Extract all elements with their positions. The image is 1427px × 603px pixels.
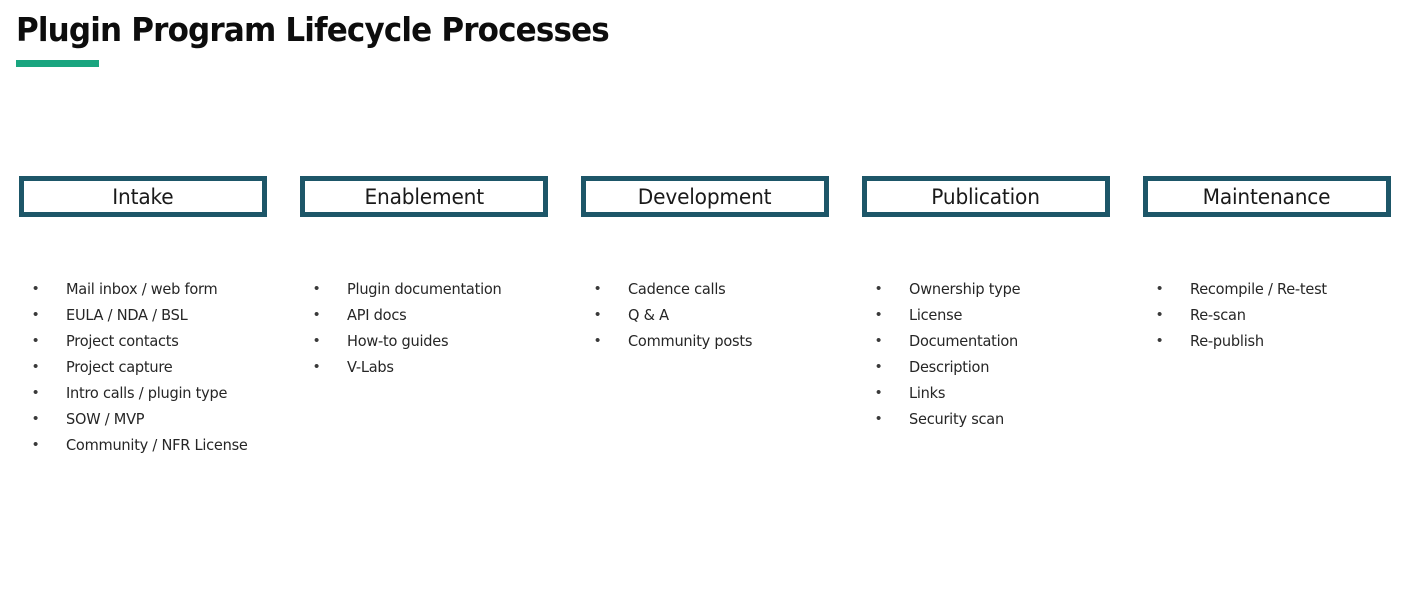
phase-column: Publication • Ownership type • License • Docum…	[862, 176, 1143, 428]
list-item-label: Community / NFR License	[66, 436, 248, 454]
bullet-icon: •	[33, 384, 39, 401]
bullet-icon: •	[595, 280, 601, 297]
phase-header-box-inner: Intake	[24, 181, 262, 212]
bullet-icon: •	[314, 306, 320, 323]
list-item: • SOW / MVP	[33, 406, 253, 432]
phase-title: Development	[638, 184, 772, 209]
list-item: • Intro calls / plugin type	[33, 380, 253, 406]
phase-header-box[interactable]: Enablement	[300, 176, 548, 217]
list-item: • Project contacts	[33, 328, 253, 354]
phase-header-box[interactable]: Development	[581, 176, 829, 217]
bullet-icon: •	[33, 436, 39, 453]
bullet-icon: •	[595, 306, 601, 323]
phase-item-list: • Recompile / Re-test • Re-scan • Re-publish	[1157, 276, 1331, 354]
page-title: Plugin Program Lifecycle Processes	[16, 10, 610, 49]
bullet-icon: •	[33, 306, 39, 323]
bullet-icon: •	[1157, 332, 1163, 349]
phase-header-box[interactable]: Maintenance	[1143, 176, 1391, 217]
phase-header-box-inner: Development	[586, 181, 824, 212]
list-item-label: How-to guides	[347, 332, 449, 350]
bullet-icon: •	[876, 332, 882, 349]
bullet-icon: •	[314, 358, 320, 375]
bullet-icon: •	[876, 410, 882, 427]
list-item: • Ownership type	[876, 276, 1024, 302]
bullet-icon: •	[314, 280, 320, 297]
title-accent-bar	[16, 60, 99, 67]
phase-column: Intake • Mail inbox / web form • EULA / NDA …	[19, 176, 300, 454]
bullet-icon: •	[33, 410, 39, 427]
bullet-icon: •	[33, 332, 39, 349]
list-item-label: Plugin documentation	[347, 280, 502, 298]
list-item-label: Recompile / Re-test	[1190, 280, 1327, 298]
list-item-label: EULA / NDA / BSL	[66, 306, 188, 324]
list-item-label: Project capture	[66, 358, 173, 376]
list-item: • Plugin documentation	[314, 276, 506, 302]
phase-title: Enablement	[364, 184, 484, 209]
list-item: • Community posts	[595, 328, 756, 354]
list-item: • API docs	[314, 302, 506, 328]
list-item-label: Documentation	[909, 332, 1019, 350]
list-item: • Re-publish	[1157, 328, 1331, 354]
list-item-label: Mail inbox / web form	[66, 280, 218, 298]
list-item: • Documentation	[876, 328, 1024, 354]
list-item: • Mail inbox / web form	[33, 276, 253, 302]
phase-title: Publication	[931, 184, 1041, 209]
phase-title: Intake	[112, 184, 174, 209]
list-item-label: Community posts	[628, 332, 753, 350]
list-item-label: SOW / MVP	[66, 410, 145, 428]
list-item: • Community / NFR License	[33, 432, 253, 458]
phase-header-box[interactable]: Intake	[19, 176, 267, 217]
list-item-label: Security scan	[909, 410, 1004, 428]
list-item-label: Description	[909, 358, 990, 376]
list-item-label: Intro calls / plugin type	[66, 384, 228, 402]
bullet-icon: •	[595, 332, 601, 349]
list-item: • License	[876, 302, 1024, 328]
bullet-icon: •	[33, 358, 39, 375]
list-item-label: Links	[909, 384, 946, 402]
bullet-icon: •	[1157, 306, 1163, 323]
list-item: • Description	[876, 354, 1024, 380]
phase-item-list: • Plugin documentation • API docs • How-to gu…	[314, 276, 506, 380]
bullet-icon: •	[876, 306, 882, 323]
lifecycle-columns: Intake • Mail inbox / web form • EULA / NDA …	[0, 176, 1427, 454]
phase-column: Enablement • Plugin documentation • API docs…	[300, 176, 581, 376]
list-item: • Q & A	[595, 302, 756, 328]
list-item-label: Re-scan	[1190, 306, 1246, 324]
list-item-label: Cadence calls	[628, 280, 726, 298]
title-block: Plugin Program Lifecycle Processes	[16, 8, 647, 67]
phase-header-box-inner: Publication	[867, 181, 1105, 212]
bullet-icon: •	[876, 384, 882, 401]
bullet-icon: •	[876, 358, 882, 375]
list-item: • How-to guides	[314, 328, 506, 354]
phase-item-list: • Cadence calls • Q & A • Community posts	[595, 276, 756, 354]
bullet-icon: •	[876, 280, 882, 297]
phase-header-box[interactable]: Publication	[862, 176, 1110, 217]
bullet-icon: •	[1157, 280, 1163, 297]
list-item-label: Project contacts	[66, 332, 179, 350]
phase-header-box-inner: Enablement	[305, 181, 543, 212]
phase-title: Maintenance	[1203, 184, 1331, 209]
list-item: • Links	[876, 380, 1024, 406]
list-item-label: License	[909, 306, 963, 324]
list-item: • Re-scan	[1157, 302, 1331, 328]
list-item: • Project capture	[33, 354, 253, 380]
phase-column: Development • Cadence calls • Q & A • Communit…	[581, 176, 862, 350]
phase-item-list: • Ownership type • License • Documentation • De…	[876, 276, 1024, 432]
bullet-icon: •	[314, 332, 320, 349]
list-item-label: V-Labs	[347, 358, 394, 376]
phase-item-list: •Mail inbox / web form•EULA / NDA / BSL•…	[33, 276, 253, 458]
list-item: • Cadence calls	[595, 276, 756, 302]
list-item: • Security scan	[876, 406, 1024, 432]
list-item-label: API docs	[347, 306, 407, 324]
phase-header-box-inner: Maintenance	[1148, 181, 1386, 212]
phase-column: Maintenance•Recompile / Re-test•Re-scan•…	[1143, 176, 1424, 350]
list-item: • V-Labs	[314, 354, 506, 380]
list-item: • Recompile / Re-test	[1157, 276, 1331, 302]
list-item: • EULA / NDA / BSL	[33, 302, 253, 328]
list-item-label: Re-publish	[1190, 332, 1264, 350]
list-item-label: Ownership type	[909, 280, 1021, 298]
bullet-icon: •	[33, 280, 39, 297]
list-item-label: Q & A	[628, 306, 669, 324]
